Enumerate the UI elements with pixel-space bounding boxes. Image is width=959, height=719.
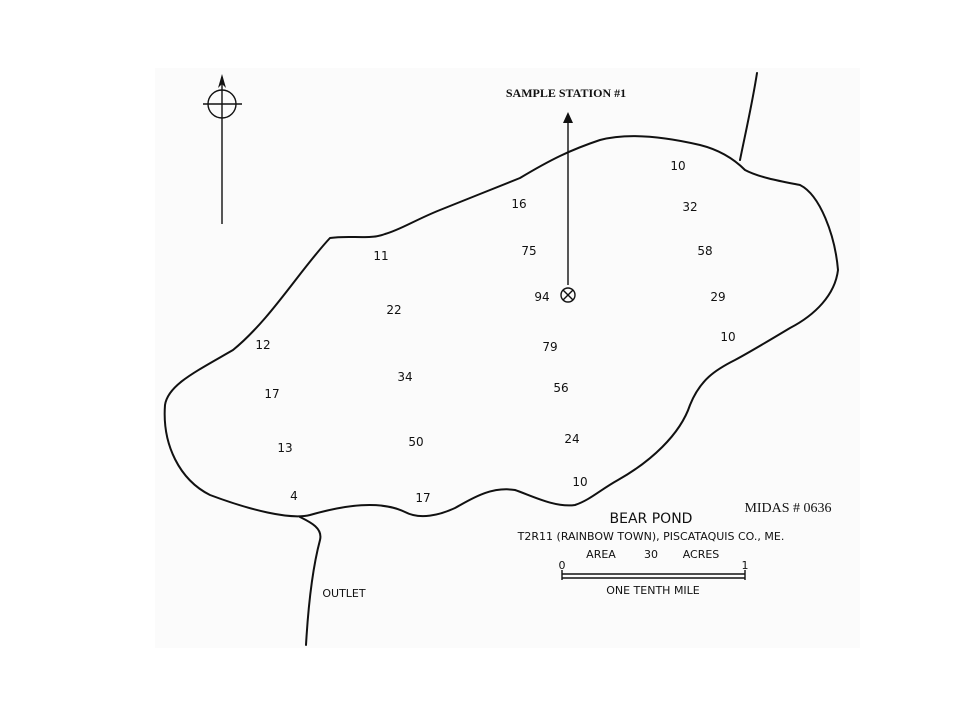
depth-sounding: 17 [264, 387, 279, 401]
scale-start: 0 [559, 559, 566, 572]
area-label: AREA [586, 548, 616, 561]
midas-number: MIDAS # 0636 [744, 501, 831, 516]
depth-sounding: 4 [290, 489, 298, 503]
area-value: 30 [644, 548, 658, 561]
outlet-label: OUTLET [322, 587, 366, 600]
outlet-stream [299, 516, 322, 646]
depth-sounding: 22 [386, 303, 401, 317]
scale-end: 1 [742, 559, 749, 572]
depth-sounding: 94 [534, 290, 549, 304]
sample-station-label: SAMPLE STATION #1 [506, 86, 626, 100]
depth-sounding: 24 [564, 432, 579, 446]
depth-sounding: 10 [720, 330, 735, 344]
scale-caption: ONE TENTH MILE [606, 584, 700, 597]
pond-name: BEAR POND [610, 511, 693, 527]
depth-sounding: 17 [415, 491, 430, 505]
depth-sounding: 11 [373, 249, 388, 263]
pond-location: T2R11 (RAINBOW TOWN), PISCATAQUIS CO., M… [517, 530, 785, 543]
pond-shoreline [163, 135, 839, 518]
depth-sounding: 58 [697, 244, 712, 258]
scale-bar [561, 570, 746, 580]
map-paper [155, 68, 860, 648]
depth-sounding: 32 [682, 200, 697, 214]
depth-sounding: 34 [397, 370, 412, 384]
depth-sounding: 56 [553, 381, 568, 395]
map-legend: BEAR POND MIDAS # 0636 T2R11 (RAINBOW TO… [517, 501, 832, 597]
depth-sounding: 13 [277, 441, 292, 455]
depth-sounding: 10 [572, 475, 587, 489]
north-arrow-icon [203, 74, 242, 224]
inlet-stream [739, 72, 758, 161]
depth-sounding: 12 [255, 338, 270, 352]
depth-sounding: 29 [710, 290, 725, 304]
depth-sounding: 16 [511, 197, 526, 211]
depth-soundings: 10 32 58 29 10 16 75 94 79 56 24 10 11 2… [255, 159, 735, 505]
area-units: ACRES [683, 548, 720, 561]
depth-sounding: 79 [542, 340, 557, 354]
depth-sounding: 50 [408, 435, 423, 449]
sample-station [560, 112, 576, 303]
depth-sounding: 75 [521, 244, 536, 258]
depth-sounding: 10 [670, 159, 685, 173]
